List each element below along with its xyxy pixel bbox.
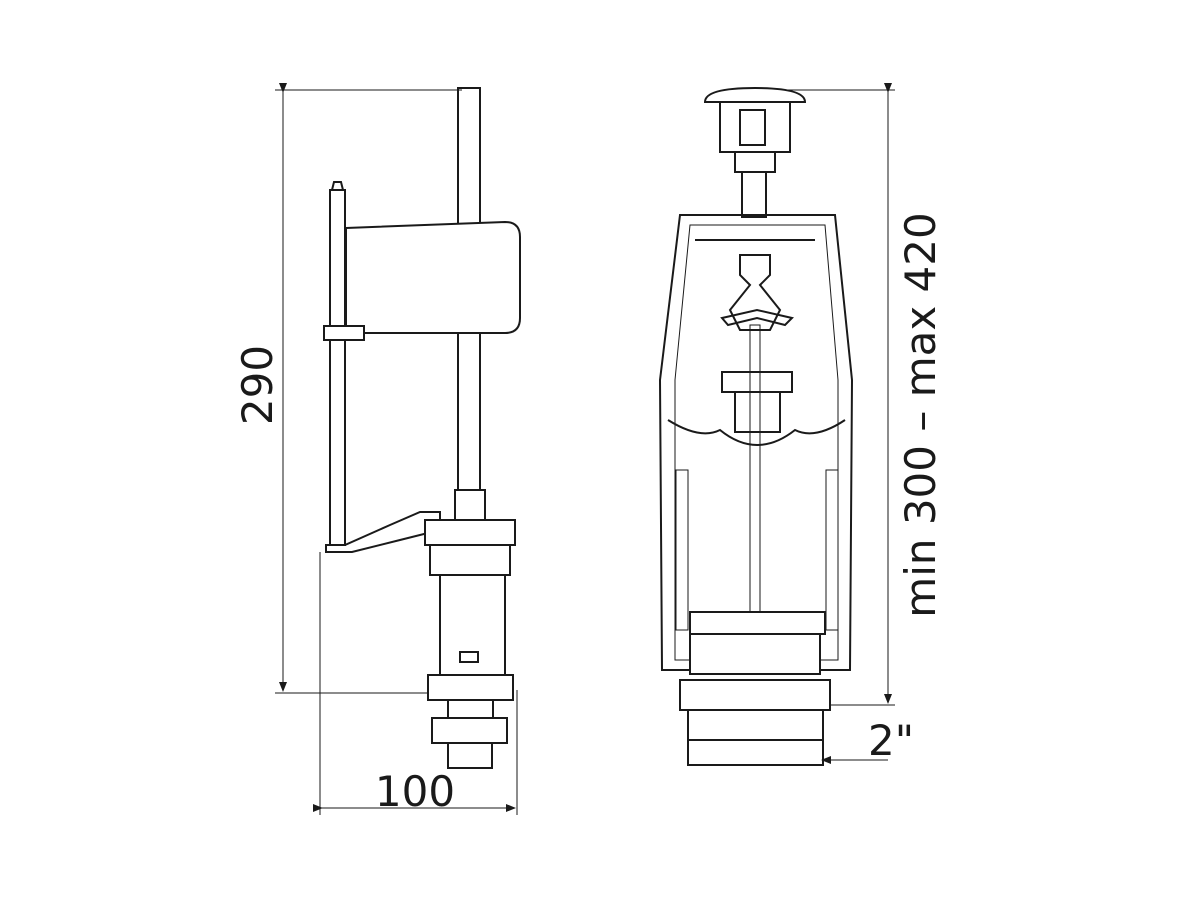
outlet-thread bbox=[687, 739, 824, 766]
flush-valve: min 300 – max 420 2" bbox=[658, 83, 945, 766]
width-label: 100 bbox=[375, 767, 455, 816]
float-clip bbox=[323, 325, 365, 341]
thread-size-label: 2" bbox=[868, 716, 914, 765]
lock-nut bbox=[431, 717, 508, 744]
release-mechanism bbox=[728, 254, 782, 331]
right-rack bbox=[825, 469, 839, 631]
thread-shank bbox=[447, 699, 494, 719]
threaded-rod bbox=[329, 189, 346, 546]
valve-frame bbox=[658, 214, 854, 671]
fill-valve: 290 100 bbox=[233, 83, 521, 816]
valve-head bbox=[424, 519, 516, 546]
push-button bbox=[703, 86, 807, 103]
valve-flange bbox=[427, 674, 514, 701]
float-cup bbox=[721, 371, 793, 393]
base-flange bbox=[679, 679, 831, 711]
lever-arm bbox=[325, 511, 441, 553]
inlet-thread bbox=[447, 742, 493, 769]
base-nut bbox=[687, 709, 824, 741]
button-stem bbox=[741, 171, 767, 218]
height-range-label: min 300 – max 420 bbox=[896, 212, 945, 617]
valve-seat bbox=[689, 633, 821, 675]
valve-body bbox=[439, 574, 506, 676]
float bbox=[345, 220, 521, 334]
cradle bbox=[667, 419, 846, 446]
left-rack bbox=[675, 469, 689, 631]
pivot-block bbox=[454, 489, 486, 521]
height-label: 290 bbox=[233, 345, 282, 425]
